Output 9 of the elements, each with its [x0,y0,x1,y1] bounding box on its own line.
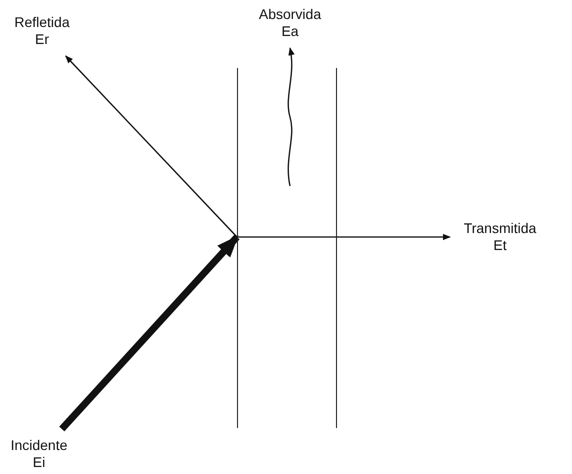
material-slab [237,68,337,428]
arrow [65,55,238,238]
arrow [288,47,294,186]
energy-label: Absorvida Ea [250,6,330,40]
energy-label: Transmitida Et [458,220,542,254]
energy-label: Incidente Ei [4,437,74,471]
arrow [59,234,240,432]
arrow [237,234,451,240]
energy-label: Refletida Er [6,14,78,48]
